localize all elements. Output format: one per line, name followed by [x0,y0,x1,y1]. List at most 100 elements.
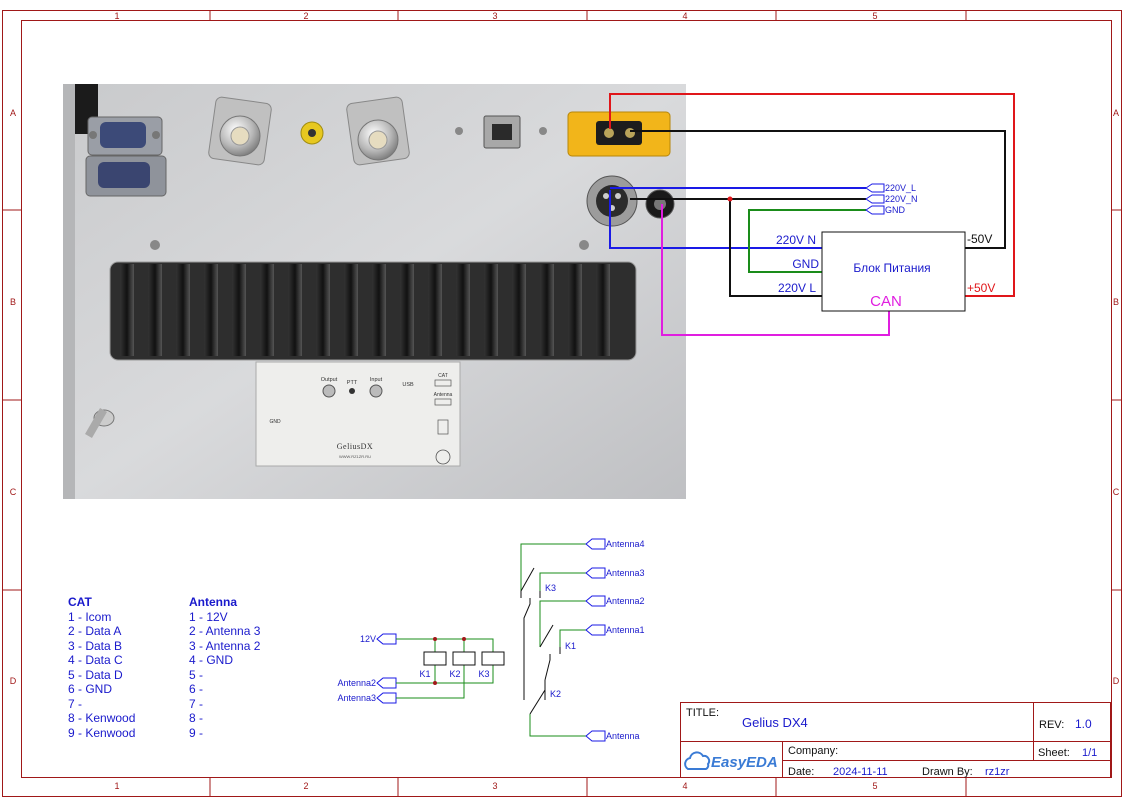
port-label-220v-n: 220V_N [885,194,918,204]
relay-switch-schematic: Antenna4 Antenna3 Antenna2 Antenna1 Ante… [520,538,645,742]
psu-block: Блок Питания 220V N GND 220V L CAN -50V … [776,231,995,312]
label-antenna1: Antenna1 [606,625,645,635]
date-value: 2024-11-11 [833,766,888,778]
col-label: 3 [492,11,497,21]
psu-pin-minus-50v: -50V [967,232,992,246]
so239-input-connector [346,96,410,166]
panel-label-antenna: Antenna [434,392,453,398]
col-label: 1 [114,781,119,791]
junction-dot [727,196,733,202]
sheet-label: Sheet: [1038,747,1070,759]
switch-label-k3: K3 [545,583,556,593]
panel-label-ptt: PTT [347,380,358,386]
drawn-by-value: rz1zr [985,766,1010,778]
label-antenna3-in: Antenna3 [337,693,376,703]
easyeda-logo-text: EasyEDA [711,754,778,771]
antenna-pin-row: 8 - [189,711,203,725]
port-12v [376,633,397,645]
row-label: B [1113,297,1119,307]
antenna-pin-row: 9 - [189,726,203,740]
cat-pin-row: 4 - Data C [68,653,123,667]
heatsink-vent [109,261,637,361]
label-antenna2-in: Antenna2 [337,678,376,688]
label-12v: 12V [360,634,376,644]
row-label: A [10,108,16,118]
company-label: Company: [788,745,838,757]
wire-220v-l-b [729,199,822,297]
cat-pin-row: 9 - Kenwood [68,726,135,740]
sheet-value: 1/1 [1082,747,1097,759]
switch-label-k1: K1 [565,641,576,651]
row-label: B [10,297,16,307]
so239-output-connector [208,96,272,166]
can-round-connector [645,189,675,219]
antenna-pin-row: 7 - [189,697,203,711]
antenna-pin-row: 2 - Antenna 3 [189,624,261,638]
cat-pin-row: 2 - Data A [68,624,121,638]
coil-label-k3: K3 [478,669,489,679]
cat-pin-row: 5 - Data D [68,668,123,682]
mains-round-connector [586,175,638,227]
cloud-icon [684,751,711,770]
label-antenna2-out: Antenna2 [606,596,645,606]
switch-label-k2: K2 [550,689,561,699]
col-label: 2 [303,781,308,791]
rear-panel-photo: Output PTT Input USB CAT Antenna GND Gel… [63,84,686,499]
net-port-labels: 220V_L 220V_N GND [885,183,918,215]
col-label: 2 [303,11,308,21]
sheet-frame [2,10,1122,797]
net-ports-mains [865,183,885,215]
antenna-table-title: Antenna [189,595,237,609]
port-antenna4 [585,538,606,550]
relay-coil-schematic: 12V Antenna2 Antenna3 K1 K2 K3 [337,633,505,704]
panel-label-cat: CAT [438,373,448,379]
row-label: D [10,676,17,686]
panel-label-gnd: GND [269,419,281,425]
antenna-pin-row: 6 - [189,682,203,696]
row-label: C [10,487,17,497]
label-antenna: Antenna [606,731,640,741]
panel-label-output: Output [321,377,338,383]
col-label: 1 [114,11,119,21]
cat-pin-row: 8 - Kenwood [68,711,135,725]
col-label: 3 [492,781,497,791]
cat-pin-row: 3 - Data B [68,639,122,653]
rca-ptt-connector [300,121,324,145]
port-label-gnd: GND [885,205,906,215]
relay-coil-k3 [481,651,505,666]
rev-label: REV: [1039,719,1064,731]
antenna-pin-row: 5 - [189,668,203,682]
psu-pin-can: CAN [870,293,902,310]
port-antenna [585,730,606,742]
col-label: 4 [682,11,687,21]
row-label: C [1113,487,1120,497]
rev-value: 1.0 [1075,717,1092,731]
db9-connector-upper [87,116,163,156]
psu-pin-plus-50v: +50V [967,281,995,295]
port-antenna2-in [376,677,397,689]
panel-label-url: WWW.RZ1ZR.RU [339,454,371,459]
label-antenna3-out: Antenna3 [606,568,645,578]
relay-coil-k1 [423,651,447,666]
port-antenna1 [585,624,606,636]
drawn-by-label: Drawn By: [922,766,973,778]
antenna-pinout-table: Antenna 1 - 12V 2 - Antenna 3 3 - Antenn… [189,595,261,740]
title-label: TITLE: [686,707,719,719]
row-label: A [1113,108,1119,118]
cat-pinout-table: CAT 1 - Icom 2 - Data A 3 - Data B 4 - D… [68,595,135,740]
title-value: Gelius DX4 [742,715,808,730]
port-antenna3-in [376,692,397,704]
wire-minus-50v [630,130,1006,249]
col-label: 4 [682,781,687,791]
power-wiring [609,93,1015,336]
coil-label-k2: K2 [449,669,460,679]
antenna-pin-row: 4 - GND [189,653,233,667]
label-antenna4: Antenna4 [606,539,645,549]
psu-pin-220v-l: 220V L [778,281,816,295]
antenna-pin-row: 1 - 12V [189,610,228,624]
panel-label-input: Input [370,377,383,383]
coil-label-k1: K1 [419,669,430,679]
cat-pin-row: 7 - [68,697,82,711]
antenna-pin-row: 3 - Antenna 2 [189,639,261,653]
